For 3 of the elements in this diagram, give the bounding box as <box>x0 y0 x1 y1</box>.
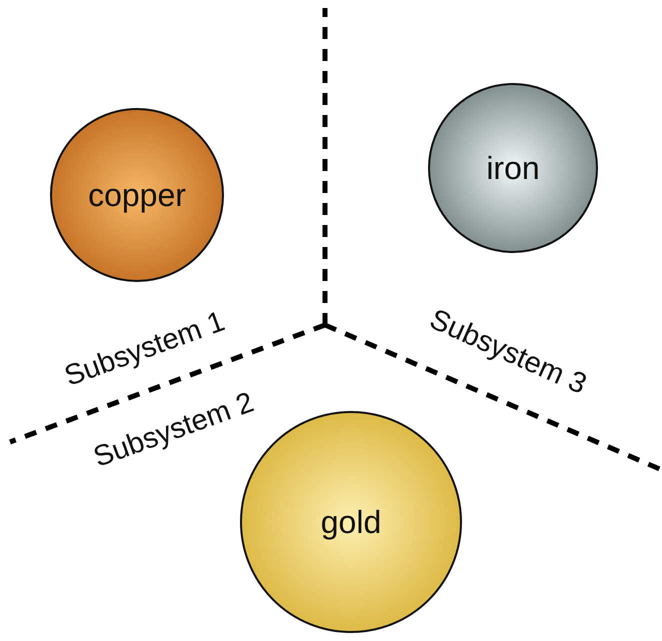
material-label: copper <box>88 176 186 214</box>
material-label: iron <box>486 150 540 186</box>
material-label: gold <box>320 504 382 540</box>
